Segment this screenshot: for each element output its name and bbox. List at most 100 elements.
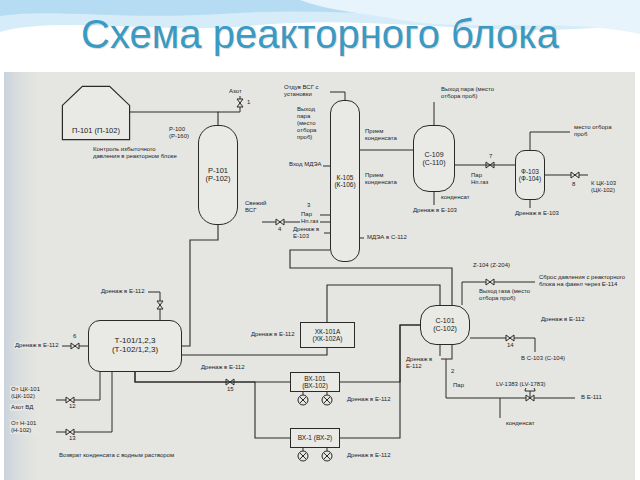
pipe-annotation: В С-103 (С-104) xyxy=(520,355,566,362)
callout-number: 3 xyxy=(306,202,311,209)
callout-number: 8 xyxy=(571,181,576,188)
process-line xyxy=(360,149,413,150)
callout-number: 1 xyxy=(246,99,251,106)
pipe-line xyxy=(322,166,330,167)
equipment-tag: ВХ-1 (ВХ-2) xyxy=(298,434,332,441)
pipe-line xyxy=(530,132,570,150)
pipe-line xyxy=(500,398,501,418)
equipment-tag: К-105 (К-106) xyxy=(333,174,357,188)
equipment-tag: П-101 (П-102) xyxy=(72,127,120,135)
callout-number: 7 xyxy=(488,153,493,160)
pipe-annotation: Азот ВД xyxy=(10,404,34,411)
air-cooler: ВХ-1 (ВХ-2) xyxy=(290,428,340,448)
pipe-annotation: Дренаж в Е-112 xyxy=(346,396,392,403)
callout-number: 6 xyxy=(72,333,77,340)
pipe-annotation: От ЦК-101 (ЦК-102) xyxy=(10,386,56,400)
furnace: П-101 (П-102) xyxy=(62,86,130,140)
valve-symbol xyxy=(71,343,79,349)
valve-symbol xyxy=(237,99,243,107)
pipe-annotation: Дренаж в Е-103 xyxy=(412,207,458,214)
callout-number: 14 xyxy=(506,342,515,349)
equipment-tag: Ф-103 (Ф-104) xyxy=(518,168,542,182)
pipe-annotation: Возврат конденсата с водным раствором xyxy=(58,452,210,459)
valve-symbol xyxy=(157,301,163,309)
pipe-annotation: Дренаж в Е-112 xyxy=(200,364,246,371)
heat-exchanger: Т-101/1,2,3 (Т-102/1,2,3) xyxy=(88,320,182,372)
pipe-annotation: конденсат xyxy=(505,420,535,427)
pipe-annotation: Сброс давления с реакторного блока на фа… xyxy=(538,274,632,288)
valve-symbol xyxy=(506,335,514,341)
pipe-line xyxy=(218,96,240,112)
process-line xyxy=(135,372,290,438)
pipe-annotation: Пар Нп.газ xyxy=(470,172,494,186)
equipment-tag: С-101 (С-102) xyxy=(423,317,467,332)
pipe-line xyxy=(462,282,535,305)
pipe-annotation: Прием конденсата xyxy=(364,172,412,186)
pipe-annotation: Свежий ВСГ xyxy=(244,200,280,214)
cooler-box: ХК-101А (ХК-102А) xyxy=(300,322,355,348)
callout-number: 13 xyxy=(68,435,77,442)
pipe-annotation: Дренаж в Е-112 xyxy=(14,342,60,349)
pipe-annotation: Дренаж в Е-103 xyxy=(292,226,324,240)
furnace-outline xyxy=(62,86,129,139)
pipe-annotation: Дренаж в Е-112 xyxy=(540,316,586,323)
pipe-annotation: Пар xyxy=(452,382,465,389)
pipe-annotation: Прием конденсата xyxy=(364,128,412,142)
equipment-tag: ВХ-101 (ВХ-102) xyxy=(293,375,337,389)
equipment-tag: С-109 (С-110) xyxy=(416,151,452,166)
pipe-line xyxy=(148,292,160,320)
pipe-annotation: Дренаж в Е-112 xyxy=(346,452,392,459)
callout-number: 4 xyxy=(277,226,282,233)
equipment-tag: Р-101 (Р-102) xyxy=(201,167,235,184)
valve-symbol xyxy=(276,219,284,225)
valve-actuator-stem xyxy=(530,391,531,398)
pipe-annotation: К ЦК-103 (ЦК-102) xyxy=(590,180,634,194)
pipe-annotation: Z-104 (Z-204) xyxy=(472,262,511,269)
pipe-line xyxy=(434,192,435,205)
process-line xyxy=(290,250,452,305)
pipe-line xyxy=(446,359,575,398)
pipe-annotation: Дренаж в Е-112 xyxy=(100,288,146,295)
pipe-line xyxy=(470,338,535,352)
pipe-annotation: В Е-111 xyxy=(580,394,603,401)
pipe-annotation: Пар Нп.газ xyxy=(300,211,320,225)
paper-photo xyxy=(4,72,635,480)
pipe-annotation: место отбора проб xyxy=(573,124,619,138)
pipe-annotation: Дренаж в Е-112 xyxy=(405,356,441,370)
pipe-annotation: Дренаж в Е-112 xyxy=(250,331,296,338)
pipe-annotation: От Н-101 (Н-102) xyxy=(10,420,56,434)
pipe-annotation: конденсат xyxy=(440,194,470,201)
pipe-annotation: Азот xyxy=(228,88,243,95)
separator-vessel: С-101 (С-102) xyxy=(420,305,470,345)
pipe-annotation: Дренаж в Е-103 xyxy=(514,210,560,217)
pipe-line xyxy=(434,102,435,125)
pipe-annotation: Контроль избыточного давления в реакторн… xyxy=(92,146,182,160)
process-line xyxy=(130,112,218,125)
valve-symbol xyxy=(571,172,579,178)
reactor-vessel: Р-101 (Р-102) xyxy=(198,125,238,225)
process-line xyxy=(135,372,290,382)
callout-number: 15 xyxy=(226,386,235,393)
pipe-annotation: Р-100 (Р-160) xyxy=(168,126,197,140)
pipe-annotation: Выход пара (место отбора проб) xyxy=(296,106,330,140)
pipe-annotation: Отдув ВСГ с установки xyxy=(283,84,329,98)
process-line xyxy=(455,164,515,165)
control-valve-symbol xyxy=(526,395,534,401)
pipe-line xyxy=(545,175,588,176)
pipe-line xyxy=(530,200,531,208)
air-cooler: ВХ-101 (ВХ-102) xyxy=(290,372,340,392)
paper-shade xyxy=(4,72,44,480)
separator-boot xyxy=(440,344,452,359)
pipe-annotation: Выход пара (место отбора проб) xyxy=(440,86,504,100)
pipe-annotation: LV-1383 (LV-1783) xyxy=(495,381,546,388)
slide-title: Схема реакторного блока xyxy=(0,12,640,56)
pipe-line xyxy=(360,238,364,239)
filter-vessel: Ф-103 (Ф-104) xyxy=(515,150,545,200)
callout-number: 12 xyxy=(68,403,77,410)
pipe-annotation: Выход газа (место отбора проб) xyxy=(478,288,535,302)
process-line xyxy=(182,225,218,346)
